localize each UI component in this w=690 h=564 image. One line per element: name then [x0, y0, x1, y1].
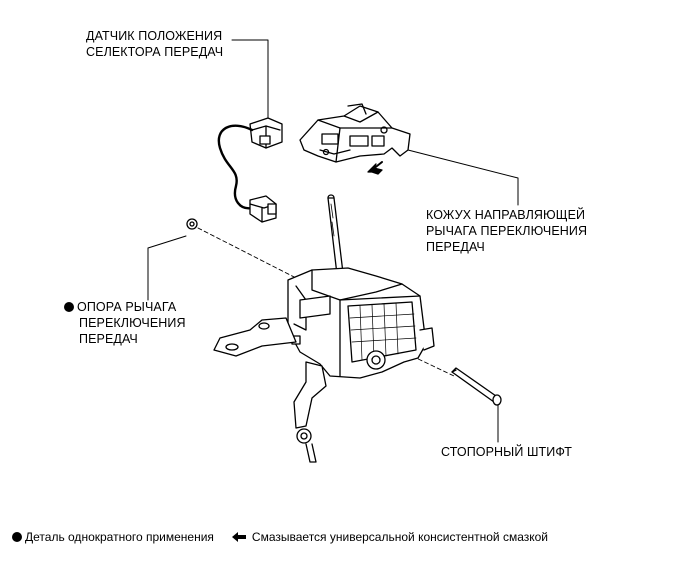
- support-leader: [147, 235, 187, 301]
- single-use-bullet-icon: [12, 532, 22, 542]
- gear-position-sensor: [217, 117, 283, 223]
- label-line: ПЕРЕДАЧ: [79, 332, 138, 346]
- grease-point-arrow: [367, 161, 383, 175]
- single-use-bullet-icon: [64, 302, 74, 312]
- lever-support-label: ОПОРА РЫЧАГА ПЕРЕКЛЮЧЕНИЯ ПЕРЕДАЧ: [64, 299, 186, 347]
- lock-pin: [451, 367, 502, 406]
- legend-single-use-text: Деталь однократного применения: [25, 530, 214, 544]
- label-line: СЕЛЕКТОРА ПЕРЕДАЧ: [86, 45, 224, 59]
- shift-lever-support: [287, 267, 435, 379]
- sensor-leader: [231, 39, 269, 121]
- support-washer: [186, 218, 198, 230]
- lock-pin-label: СТОПОРНЫЙ ШТИФТ: [441, 445, 573, 459]
- pin-guide: [411, 355, 455, 377]
- label-text: ОПОРА РЫЧАГА: [77, 300, 177, 314]
- label-line: РЫЧАГА ПЕРЕКЛЮЧЕНИЯ: [426, 224, 588, 238]
- label-line: КОЖУХ НАПРАВЛЯЮЩЕЙ: [426, 208, 586, 222]
- mounting-bracket: [213, 317, 327, 463]
- label-line: ПЕРЕКЛЮЧЕНИЯ: [79, 316, 186, 330]
- shift-lever-guide-housing: [299, 103, 411, 163]
- legend-single-use: Деталь однократного применения: [12, 530, 214, 544]
- grease-arrow-icon: [231, 532, 246, 542]
- label-line: ДАТЧИК ПОЛОЖЕНИЯ: [86, 29, 223, 43]
- gear-position-sensor-label: ДАТЧИК ПОЛОЖЕНИЯ СЕЛЕКТОРА ПЕРЕДАЧ: [86, 28, 223, 60]
- legend-grease-text: Смазывается универсальной консистентной …: [251, 530, 549, 544]
- label-line: ОПОРА РЫЧАГА: [64, 299, 186, 315]
- label-line: ПЕРЕДАЧ: [426, 240, 485, 254]
- guide-housing-label: КОЖУХ НАПРАВЛЯЮЩЕЙ РЫЧАГА ПЕРЕКЛЮЧЕНИЯ П…: [426, 207, 587, 255]
- dashed-guides: [197, 227, 455, 377]
- legend: Деталь однократного применения Смазывает…: [12, 530, 548, 544]
- legend-grease: Смазывается универсальной консистентной …: [231, 530, 549, 544]
- sensor-cable: [217, 124, 254, 210]
- support-guide: [197, 227, 301, 281]
- housing-leader: [407, 149, 519, 206]
